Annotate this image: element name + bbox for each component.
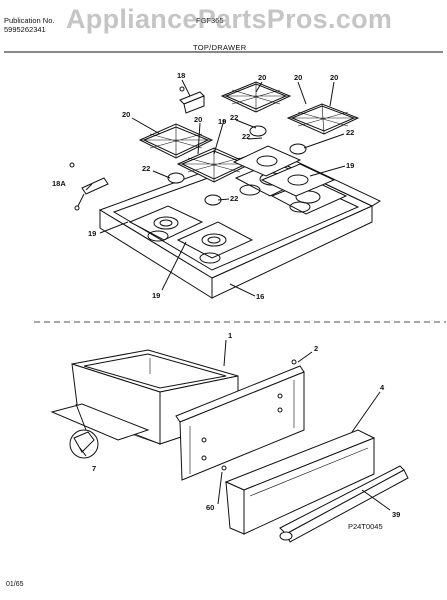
callout-7: 7 <box>92 464 96 473</box>
section-title: TOP/DRAWER <box>193 43 247 52</box>
callout-1: 1 <box>228 331 232 340</box>
callout-2: 2 <box>314 344 318 353</box>
drawer-rail <box>50 403 150 441</box>
callout-22: 22 <box>142 164 150 173</box>
hinge-bracket-18 <box>179 91 205 114</box>
watermark: AppliancePartsPros.com <box>66 4 393 34</box>
publication-label: Publication No. <box>4 16 55 25</box>
figure-code: P24T0045 <box>348 522 383 531</box>
burner-cap-2 <box>289 143 307 155</box>
callout-19: 19 <box>218 117 226 126</box>
cooktop-side-skirt <box>211 205 373 299</box>
leader-lines-top <box>85 79 346 297</box>
callout-20: 20 <box>330 73 338 82</box>
callout-19: 19 <box>88 229 96 238</box>
grate-rear-top <box>220 81 292 113</box>
screw-icon <box>221 465 227 471</box>
burner-caps <box>167 125 307 206</box>
callout-22: 22 <box>230 194 238 203</box>
callout-19: 19 <box>346 161 354 170</box>
model-number: FGF365 <box>196 16 224 25</box>
clip-part-7 <box>69 403 99 459</box>
callout-39: 39 <box>392 510 400 519</box>
callout-18: 18 <box>177 71 185 80</box>
drawer-outer-panel <box>224 429 376 535</box>
publication-number: 5995262341 <box>4 25 46 34</box>
callout-20: 20 <box>294 73 302 82</box>
burner-well-front-left <box>128 205 204 241</box>
screw-icon <box>291 359 297 365</box>
drip-pans <box>232 145 336 197</box>
screw-icon <box>179 86 185 92</box>
callout-16: 16 <box>256 292 264 301</box>
drip-pan-rear-left <box>232 145 302 177</box>
drawer-handle <box>279 465 409 543</box>
burner-well-front-right <box>176 221 254 259</box>
leader-lines-bottom <box>217 339 391 511</box>
callout-60: 60 <box>206 503 214 512</box>
burner-grates <box>138 81 360 183</box>
burner-cap-1 <box>249 125 267 137</box>
callout-20: 20 <box>122 110 130 119</box>
callout-22: 22 <box>346 128 354 137</box>
callout-18a: 18A <box>52 179 66 188</box>
callout-19: 19 <box>152 291 160 300</box>
bracket-18a <box>74 177 109 211</box>
burner-cap-3 <box>167 172 185 184</box>
screw-icon <box>69 162 75 168</box>
drip-pan-rear-right <box>260 163 336 197</box>
callout-22: 22 <box>242 132 250 141</box>
callout-20: 20 <box>194 115 202 124</box>
callout-4: 4 <box>380 383 385 392</box>
grate-rear-right <box>286 103 360 135</box>
drawer-front-panel <box>175 365 305 481</box>
callout-20: 20 <box>258 73 266 82</box>
footer-date: 01/65 <box>6 581 24 588</box>
callout-22: 22 <box>230 113 238 122</box>
